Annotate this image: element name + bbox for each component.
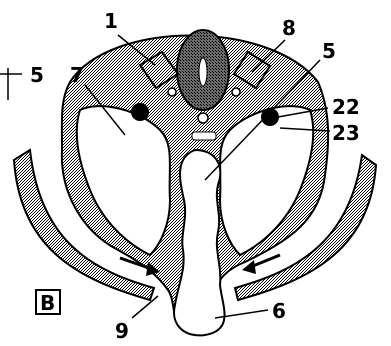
label-5-top: 5: [322, 39, 336, 63]
right-dorsal-aorta: [261, 108, 279, 126]
label-23: 23: [332, 121, 360, 145]
left-small-ring: [168, 88, 176, 96]
left-coelom: [77, 106, 170, 255]
label-8: 8: [282, 16, 296, 40]
label-7: 7: [70, 63, 84, 87]
label-6: 6: [272, 299, 286, 323]
panel-label: B: [40, 291, 55, 315]
left-dorsal-aorta: [131, 103, 149, 121]
label-1: 1: [104, 9, 118, 33]
label-22: 22: [332, 95, 360, 119]
label-5-left: 5: [30, 63, 44, 87]
label-9: 9: [115, 319, 129, 343]
white-bar: [192, 132, 216, 140]
neural-canal: [199, 58, 207, 86]
notochord: [198, 113, 208, 123]
gut-tube: [174, 150, 224, 335]
right-small-ring: [232, 88, 240, 96]
